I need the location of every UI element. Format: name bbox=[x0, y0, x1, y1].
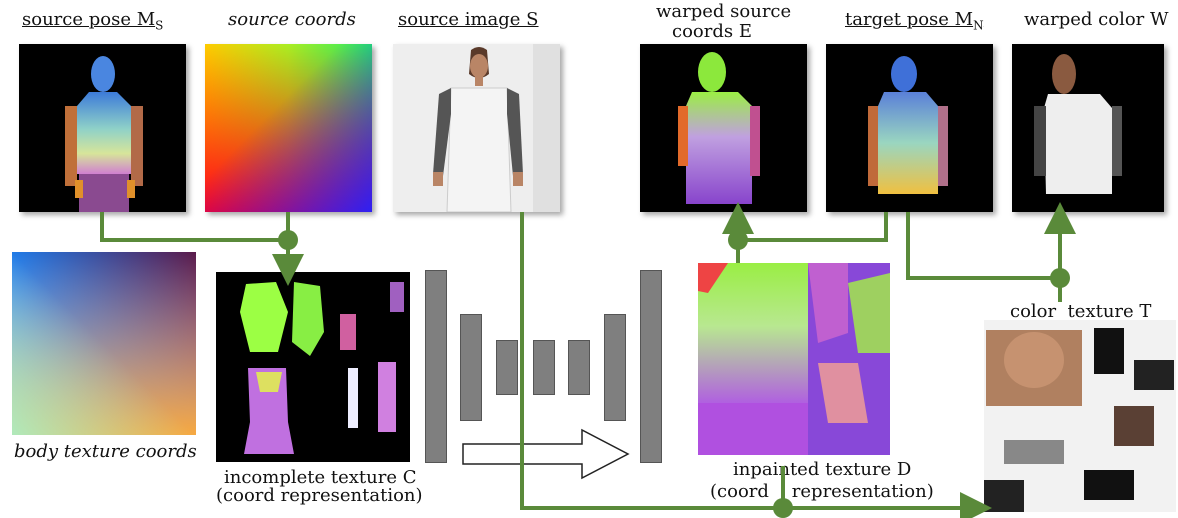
network-block-2 bbox=[460, 314, 482, 421]
incomplete-texture-label-line1: incomplete texture C bbox=[224, 467, 417, 488]
body-texture-coords-label: body texture coords bbox=[14, 441, 197, 462]
source-pose-image bbox=[19, 44, 186, 212]
warped-source-coords-image bbox=[640, 44, 807, 212]
target-pose-label: target pose MN bbox=[845, 9, 984, 33]
incomplete-texture-image bbox=[216, 272, 410, 462]
body-texture-coords-image bbox=[12, 252, 196, 435]
warped-source-label-line1: warped source bbox=[656, 1, 792, 22]
network-block-7 bbox=[640, 270, 662, 463]
source-coords-label: source coords bbox=[228, 9, 356, 30]
source-image-label: source image S bbox=[398, 9, 539, 30]
source-pose-label: source pose MS bbox=[22, 9, 164, 33]
right-arrow-icon bbox=[462, 428, 630, 480]
network-block-6 bbox=[604, 314, 626, 421]
source-coords-image bbox=[205, 44, 372, 212]
network-block-1 bbox=[425, 270, 447, 463]
warped-color-image bbox=[1012, 44, 1164, 212]
inpainted-texture-label-line2: (coord representation) bbox=[710, 481, 934, 502]
inpainted-texture-image bbox=[698, 263, 890, 455]
target-pose-image bbox=[826, 44, 993, 212]
color-texture-label: color texture T bbox=[1010, 301, 1152, 322]
warped-source-label-line2: coords E bbox=[672, 21, 752, 42]
network-block-4 bbox=[533, 340, 555, 395]
source-image-photo bbox=[393, 44, 560, 212]
incomplete-texture-label-line2: (coord representation) bbox=[216, 485, 423, 506]
inpainted-texture-label-line1: inpainted texture D bbox=[733, 459, 912, 480]
network-block-5 bbox=[568, 340, 590, 395]
network-block-3 bbox=[496, 340, 518, 395]
warped-color-label: warped color W bbox=[1024, 9, 1169, 30]
